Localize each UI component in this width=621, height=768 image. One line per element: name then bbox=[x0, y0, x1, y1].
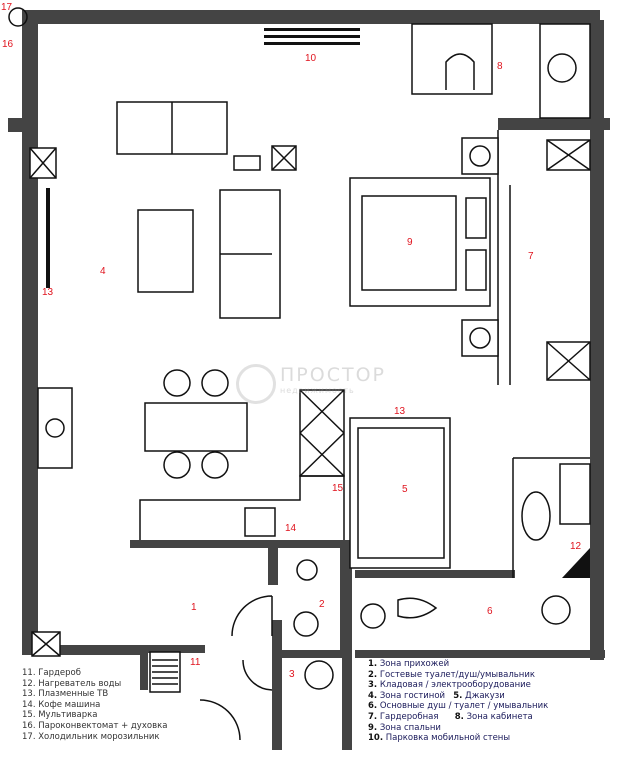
zone-label-14: 14 bbox=[285, 523, 297, 534]
legend-item: 12. Нагреватель воды bbox=[22, 678, 122, 689]
legend-num: 1. bbox=[368, 659, 378, 669]
legend-item: 4. Зона гостиной 5. Джакузи bbox=[368, 691, 548, 702]
legend-item: 16. Пароконвектомат + духовка bbox=[22, 720, 168, 731]
legend-item: 17. Холодильник морозильник bbox=[22, 731, 160, 742]
zone-label-15: 15 bbox=[332, 483, 344, 494]
legend-num: 4. bbox=[368, 690, 378, 701]
zone-label-5: 5 bbox=[402, 484, 408, 495]
legend-num: 5. bbox=[453, 690, 463, 701]
zone-label-12: 12 bbox=[570, 541, 582, 552]
legend-num: 10. bbox=[368, 733, 384, 744]
legend-item: 10. Парковка мобильной стены bbox=[368, 733, 548, 744]
legend-num: 7. bbox=[368, 711, 378, 722]
legend-text: Зона кабинета bbox=[466, 711, 533, 722]
legend-num: 2. bbox=[368, 669, 378, 680]
zone-label-9: 9 bbox=[407, 237, 413, 248]
legend-text: Гардеробная bbox=[379, 711, 439, 722]
legend-text: Парковка мобильной стены bbox=[385, 733, 511, 744]
zone-label-3: 3 bbox=[289, 669, 295, 680]
legend-item: 6. Основные душ / туалет / умывальник bbox=[368, 701, 548, 712]
legend-text: Зона прихожей bbox=[379, 659, 450, 669]
legend-item: 2. Гостевые туалет/душ/умывальник bbox=[368, 670, 548, 681]
legend-item: 7. Гардеробная 8. Зона кабинета bbox=[368, 712, 548, 723]
legend-text: Гостевые туалет/душ/умывальник bbox=[379, 669, 535, 680]
legend-text: Зона гостиной bbox=[379, 690, 446, 701]
legend-num: 3. bbox=[368, 680, 378, 691]
zone-labels: 1 2 3 4 5 6 7 8 9 10 11 12 13 13 14 15 1… bbox=[1, 2, 582, 680]
legend-item: 15. Мультиварка bbox=[22, 710, 98, 721]
watermark-title: ПРОСТОР bbox=[280, 364, 386, 386]
legend-text: Основные душ / туалет / умывальник bbox=[379, 701, 549, 712]
zone-label-2: 2 bbox=[319, 599, 325, 610]
legend-item: 13. Плазменные ТВ bbox=[22, 689, 109, 700]
zone-label-1: 1 bbox=[191, 602, 197, 613]
zone-label-6: 6 bbox=[487, 606, 493, 617]
legend-text: Кладовая / электрооборудование bbox=[379, 680, 531, 691]
zone-label-13b: 13 bbox=[394, 406, 406, 417]
legend-item: 14. Кофе машина bbox=[22, 699, 101, 710]
legend-item: 9. Зона спальни bbox=[368, 723, 548, 734]
legend-num: 8. bbox=[454, 711, 464, 722]
watermark-logo-icon bbox=[236, 364, 276, 404]
legend-item: 1. Зона прихожей bbox=[368, 659, 548, 670]
zone-label-4: 4 bbox=[100, 266, 106, 277]
zone-label-16: 16 bbox=[2, 39, 14, 50]
zone-label-7: 7 bbox=[528, 251, 534, 262]
zone-label-17: 17 bbox=[1, 2, 13, 13]
furniture bbox=[8, 7, 591, 741]
legend-num: 9. bbox=[368, 722, 378, 733]
legend-right: 1. Зона прихожей 2. Гостевые туалет/душ/… bbox=[368, 659, 548, 744]
legend-num: 6. bbox=[368, 701, 378, 712]
zone-label-10: 10 bbox=[305, 53, 317, 64]
watermark-subtitle: недвижимость bbox=[280, 386, 355, 395]
walls bbox=[8, 10, 610, 750]
zone-label-11: 11 bbox=[190, 657, 201, 668]
legend-text: Джакузи bbox=[465, 690, 505, 701]
legend-text: Зона спальни bbox=[379, 722, 441, 733]
legend-item: 11. Гардероб bbox=[22, 668, 81, 678]
zone-label-13a: 13 bbox=[42, 287, 54, 298]
legend-item: 3. Кладовая / электрооборудование bbox=[368, 680, 548, 691]
legend-left: 11. Гардероб 12. Нагреватель воды 13. Пл… bbox=[22, 668, 167, 742]
zone-label-8: 8 bbox=[497, 61, 503, 72]
